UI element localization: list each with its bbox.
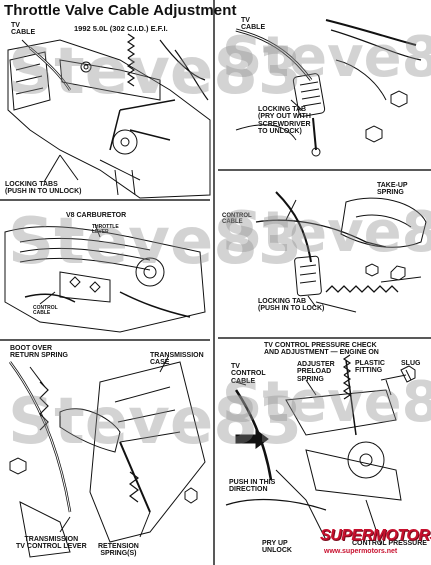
engine-subtitle: 1992 5.0L (302 C.I.D.) E.F.I. xyxy=(74,24,168,33)
bottom-right-illustration xyxy=(225,354,416,546)
logo-url[interactable]: www.supermotors.net xyxy=(324,548,398,555)
tv-control-pressure-header: TV CONTROL PRESSURE CHECK AND ADJUSTMENT… xyxy=(264,342,379,357)
boot-over-return-spring-label: BOOT OVER RETURN SPRING xyxy=(10,345,68,360)
supermotors-logo: SUPERMOTORS www.supermotors.net xyxy=(320,527,431,563)
locking-tabs-label: LOCKING TABS (PUSH IN TO UNLOCK) xyxy=(5,181,82,196)
adjuster-preload-spring-label: ADJUSTER PRELOAD SPRING xyxy=(297,361,335,383)
retension-springs-label: RETENSION SPRING(S) xyxy=(98,543,139,558)
tv-cable-label: TV CABLE xyxy=(11,22,36,37)
slug-label: SLUG xyxy=(401,360,421,367)
tv-control-cable-label: TV CONTROL CABLE xyxy=(231,363,266,385)
top-right-illustration xyxy=(235,19,422,157)
tv-cable-label-top-right: TV CABLE xyxy=(241,17,266,32)
v8-carburetor-label: V8 CARBURETOR xyxy=(66,212,127,219)
control-pressure-label: CONTROL PRESSURE xyxy=(352,540,427,547)
logo-name: SUPERMOTORS xyxy=(320,527,431,544)
mid-right-illustration xyxy=(255,191,427,313)
take-up-spring-label: TAKE-UP SPRING xyxy=(377,182,408,197)
transmission-tv-control-lever-label: TRANSMISSION TV CONTROL LEVER xyxy=(16,536,87,551)
mid-left-illustration xyxy=(4,223,206,333)
control-cable-label-mid-left: CONTROL CABLE xyxy=(33,305,58,317)
pry-up-unlock-label: PRY UP UNLOCK xyxy=(262,540,292,555)
push-in-this-direction-label: PUSH IN THIS DIRECTION xyxy=(229,479,276,494)
top-left-illustration xyxy=(7,33,211,199)
locking-tab-pry-label: LOCKING TAB (PRY OUT WITH SCREWDRIVER TO… xyxy=(258,106,311,136)
transmission-case-label: TRANSMISSION CASE xyxy=(150,352,204,367)
control-cable-label-mid-right: CONTROL CABLE xyxy=(222,213,252,226)
locking-tab-push-label: LOCKING TAB (PUSH IN TO LOCK) xyxy=(258,298,325,313)
bottom-left-illustration xyxy=(8,356,206,558)
page-title: Throttle Valve Cable Adjustment xyxy=(4,2,237,19)
throttle-lever-label: THROTTLE LEVER xyxy=(92,224,119,236)
plastic-fitting-label: PLASTIC FITTING xyxy=(355,360,385,375)
